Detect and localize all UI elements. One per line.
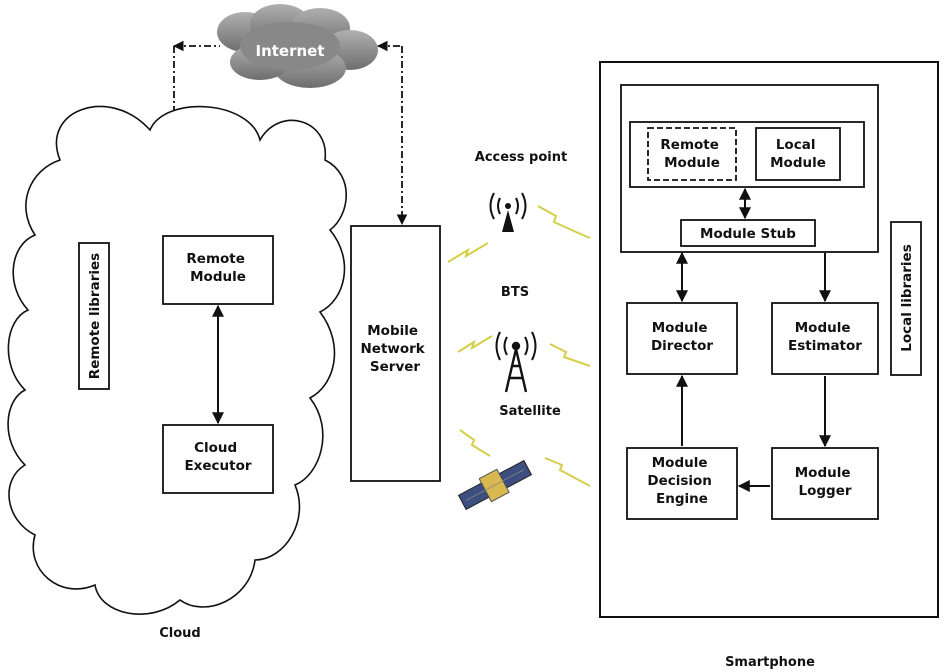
phone-remote-module-line2: Module bbox=[664, 155, 720, 171]
module-logger-line2: Logger bbox=[798, 483, 851, 499]
cloud-remote-module-line2: Module bbox=[190, 269, 246, 285]
phone-remote-module-line1: Remote bbox=[660, 137, 719, 153]
module-estimator-line1: Module bbox=[795, 320, 851, 336]
internet-link-server bbox=[376, 40, 408, 226]
phone-local-module-line1: Local bbox=[776, 137, 816, 153]
phone-local-module-label: Local Module bbox=[770, 137, 826, 171]
bts-label: BTS bbox=[501, 285, 529, 300]
module-director-label: Module Director bbox=[651, 320, 713, 354]
mobile-network-server-line3: Server bbox=[370, 359, 420, 375]
phone-remote-module-label: Remote Module bbox=[660, 137, 723, 171]
cloud-remote-libraries-box bbox=[78, 242, 110, 390]
module-director-box bbox=[626, 302, 738, 375]
cloud-executor-line1: Cloud bbox=[194, 440, 237, 456]
internet-cloud: Internet bbox=[217, 4, 378, 88]
module-decision-engine-line2: Decision bbox=[647, 473, 712, 489]
bts-tower-icon bbox=[495, 331, 537, 393]
satellite-label: Satellite bbox=[499, 404, 561, 419]
cloud-executor-line2: Executor bbox=[184, 458, 251, 474]
wireless-links bbox=[447, 205, 591, 487]
module-decision-engine-label: Module Decision Engine bbox=[647, 455, 716, 507]
module-stub-box bbox=[680, 219, 816, 247]
cloud-remote-module-label: Remote Module bbox=[186, 251, 249, 285]
module-logger-line1: Module bbox=[795, 465, 851, 481]
satellite-icon bbox=[457, 459, 533, 511]
internet-label: Internet bbox=[255, 42, 324, 60]
module-director-line2: Director bbox=[651, 338, 713, 354]
mobile-network-server-label: Mobile Network Server bbox=[361, 323, 430, 375]
phone-local-module-box bbox=[755, 127, 841, 181]
module-decision-engine-line3: Engine bbox=[656, 491, 708, 507]
smartphone-label: Smartphone bbox=[725, 655, 815, 670]
module-director-line1: Module bbox=[652, 320, 708, 336]
module-decision-engine-line1: Module bbox=[652, 455, 708, 471]
smartphone-flow-arrows bbox=[676, 251, 831, 492]
module-estimator-label: Module Estimator bbox=[788, 320, 862, 354]
cloud-remote-libraries-label: Remote libraries bbox=[87, 253, 103, 379]
module-logger-box bbox=[771, 447, 879, 520]
local-libraries-label: Local libraries bbox=[899, 244, 915, 351]
phone-local-module-line2: Module bbox=[770, 155, 826, 171]
cloud-executor-box bbox=[162, 424, 274, 494]
local-libraries-box bbox=[890, 221, 922, 376]
mobile-network-server-line2: Network bbox=[361, 341, 426, 357]
cloud-label: Cloud bbox=[159, 626, 201, 641]
access-point-label: Access point bbox=[475, 150, 567, 165]
module-estimator-line2: Estimator bbox=[788, 338, 862, 354]
cloud-executor-label: Cloud Executor bbox=[184, 440, 251, 474]
cloud-remote-module-line1: Remote bbox=[186, 251, 245, 267]
mobile-network-server-line1: Mobile bbox=[367, 323, 418, 339]
module-stub-label: Module Stub bbox=[700, 226, 796, 242]
mobile-network-server-box bbox=[350, 225, 441, 482]
module-logger-label: Module Logger bbox=[795, 465, 855, 499]
cloud-remote-module-box bbox=[162, 235, 274, 305]
access-point-icon bbox=[489, 192, 527, 232]
phone-remote-module-box bbox=[647, 127, 737, 181]
module-estimator-box bbox=[771, 302, 879, 375]
module-decision-engine-box bbox=[626, 447, 738, 520]
cloud-shape bbox=[7, 105, 348, 615]
